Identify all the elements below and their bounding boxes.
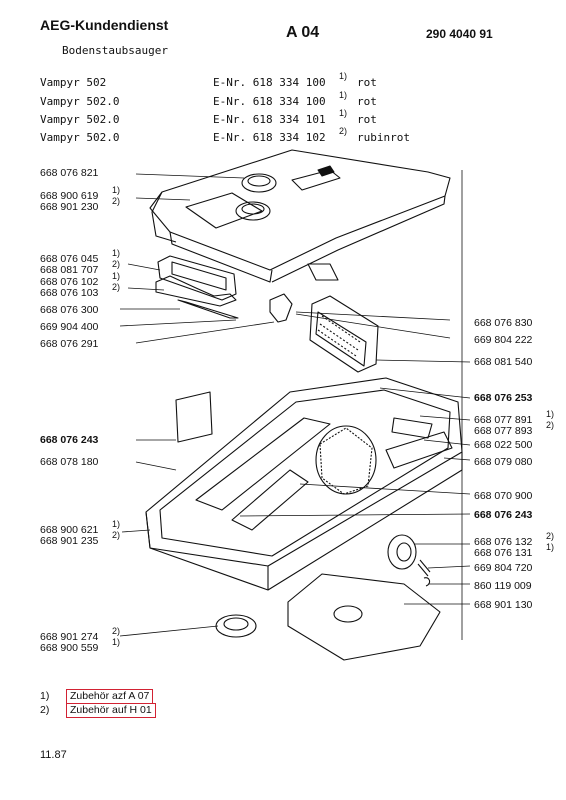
part-number: 668 901 274: [40, 631, 99, 643]
part-number: 668 077 891: [474, 414, 533, 426]
part-number: 668 900 559: [40, 642, 99, 654]
model-name: Vampyr 502: [40, 76, 107, 89]
model-enr: E-Nr. 618 334 102: [213, 131, 326, 144]
part-number: 668 900 621: [40, 524, 99, 536]
part-number: 668 901 130: [474, 599, 533, 611]
part-note: 2): [546, 531, 555, 541]
part-number: 668 078 180: [40, 456, 99, 468]
model-color: rot: [357, 76, 377, 89]
model-enr: E-Nr. 618 334 101: [213, 113, 326, 126]
part-note: 2): [112, 626, 121, 636]
part-number: 668 022 500: [474, 439, 533, 451]
part-number: 668 076 243: [474, 509, 533, 521]
document-subtitle: Bodenstaubsauger: [62, 44, 168, 57]
part-note: 1): [546, 542, 555, 552]
part-note: 1): [112, 185, 121, 195]
part-note: 2): [546, 420, 555, 430]
part-number: 668 070 900: [474, 490, 533, 502]
model-color: rot: [357, 113, 377, 126]
part-number: 668 076 243: [40, 434, 99, 446]
part-note: 2): [112, 282, 121, 292]
part-note: 1): [112, 271, 121, 281]
part-note: 1): [112, 519, 121, 529]
part-number: 668 076 821: [40, 167, 99, 179]
part-number: 668 076 102: [40, 276, 99, 288]
part-note: 1): [112, 637, 121, 647]
part-number: 668 076 830: [474, 317, 533, 329]
part-number: 668 079 080: [474, 456, 533, 468]
part-number: 668 076 045: [40, 253, 99, 265]
part-note: 2): [112, 530, 121, 540]
filter-drawing: [309, 295, 379, 373]
part-number: 668 076 131: [474, 547, 533, 559]
footnote-marker: 1): [40, 690, 50, 702]
model-color: rubinrot: [357, 131, 410, 144]
part-note: 1): [112, 248, 121, 258]
part-note: 2): [112, 259, 121, 269]
part-number: 668 081 707: [40, 264, 99, 276]
part-number: 668 901 235: [40, 535, 99, 547]
part-note: 2): [112, 196, 121, 206]
footnote-marker: 2): [40, 704, 50, 716]
part-number: 668 900 619: [40, 190, 99, 202]
lid-drawing: [149, 149, 451, 283]
footnote-reference: Zubehör auf H 01: [66, 703, 156, 718]
model-name: Vampyr 502.0: [40, 131, 120, 144]
part-number: 860 119 009: [474, 580, 532, 592]
model-note: 2): [339, 126, 348, 136]
part-number: 668 081 540: [474, 356, 533, 368]
model-enr: E-Nr. 618 334 100: [213, 76, 326, 89]
model-note: 1): [339, 90, 348, 100]
part-number: 668 076 300: [40, 304, 99, 316]
model-enr: E-Nr. 618 334 100: [213, 95, 326, 108]
part-number: 669 904 400: [40, 321, 99, 333]
part-number: 668 076 253: [474, 392, 533, 404]
leader-lines: [119, 170, 471, 640]
model-note: 1): [339, 71, 348, 81]
wheel-and-plate-drawing: [215, 534, 441, 661]
document-number: 290 4040 91: [426, 27, 493, 41]
model-note: 1): [339, 108, 348, 118]
part-number: 669 804 720: [474, 562, 533, 574]
model-name: Vampyr 502.0: [40, 95, 120, 108]
part-number: 668 076 291: [40, 338, 99, 350]
company-title: AEG-Kundendienst: [40, 17, 169, 33]
model-name: Vampyr 502.0: [40, 113, 120, 126]
issue-date: 11.87: [40, 749, 67, 761]
part-number: 668 076 132: [474, 536, 533, 548]
part-number: 669 804 222: [474, 334, 533, 346]
part-number: 668 901 230: [40, 201, 99, 213]
model-color: rot: [357, 95, 377, 108]
section-code: A 04: [286, 24, 320, 41]
catch-parts-drawing: [155, 255, 339, 323]
part-number: 668 077 893: [474, 425, 533, 437]
part-number: 668 076 103: [40, 287, 99, 299]
part-note: 1): [546, 409, 555, 419]
footnote-reference: Zubehör azf A 07: [66, 689, 154, 704]
